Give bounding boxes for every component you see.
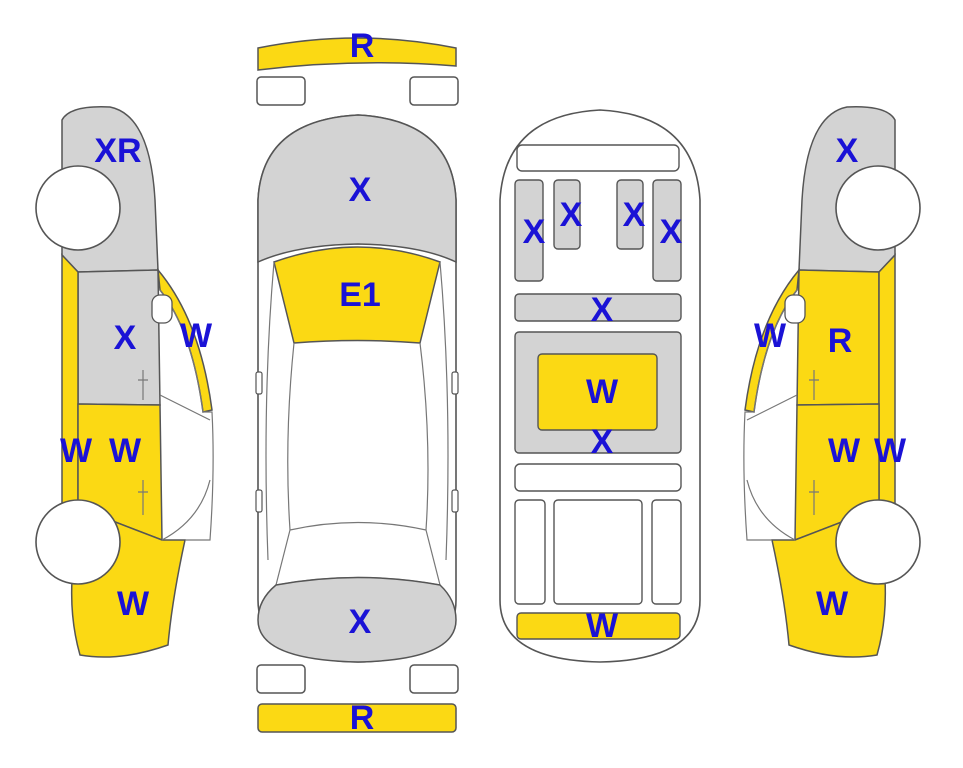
left-front-wheel — [35, 165, 121, 251]
interior-console-top-label: W — [586, 373, 619, 411]
interior-seat-3-label: X — [623, 196, 646, 234]
interior-console-top[interactable] — [537, 353, 658, 431]
interior-rear[interactable] — [516, 612, 681, 640]
windshield-label: E1 — [339, 276, 381, 314]
rear-bumper-label: R — [350, 699, 375, 737]
left-rear-wheel — [35, 499, 121, 585]
left-front-door-label: X — [114, 319, 137, 357]
right-rear-wheel — [835, 499, 921, 585]
front-bumper-label: R — [350, 27, 375, 65]
left-fender-label: XR — [94, 132, 141, 170]
right-fender-label: X — [836, 132, 859, 170]
rear-right-light — [409, 664, 459, 694]
right-side-view: X W R W W W — [743, 106, 921, 658]
interior-view: X X X X X W X W — [499, 109, 701, 663]
interior-seat-4-label: X — [660, 213, 683, 251]
interior-rear-label: W — [586, 607, 619, 645]
left-rear-door-label: W — [109, 432, 142, 470]
left-rocker-panel[interactable] — [61, 253, 79, 512]
interior-seat-2-label: X — [560, 196, 583, 234]
right-rocker-panel[interactable] — [878, 253, 896, 512]
right-front-door-label: R — [828, 322, 853, 360]
interior-seat-2[interactable] — [553, 179, 581, 250]
interior-seat-1-label: X — [523, 213, 546, 251]
front-right-light — [409, 76, 459, 106]
rear-bumper-panel[interactable] — [257, 703, 457, 733]
front-bumper-panel[interactable] — [257, 37, 457, 71]
right-front-wheel — [835, 165, 921, 251]
interior-dash[interactable] — [514, 293, 682, 322]
left-side-view: XR X W W W W — [35, 106, 214, 658]
left-quarter-label: W — [117, 585, 150, 623]
left-a-pillar-label: W — [180, 317, 213, 355]
hood-panel[interactable] — [257, 114, 457, 264]
right-rocker-label: W — [874, 432, 907, 470]
trunk-panel[interactable] — [257, 576, 457, 663]
left-rocker-label: W — [60, 432, 93, 470]
trunk-label: X — [349, 603, 372, 641]
rear-left-light — [256, 664, 306, 694]
interior-console-bottom-label: X — [591, 423, 614, 461]
right-rear-door-label: W — [828, 432, 861, 470]
interior-seat-4[interactable] — [652, 179, 682, 282]
right-a-pillar-label: W — [754, 317, 787, 355]
interior-seat-1[interactable] — [514, 179, 544, 282]
top-view: R X E1 X R — [255, 27, 459, 737]
interior-seat-3[interactable] — [616, 179, 644, 250]
front-left-light — [256, 76, 306, 106]
right-quarter-label: W — [816, 585, 849, 623]
hood-label: X — [349, 171, 372, 209]
interior-dash-label: X — [591, 291, 614, 329]
